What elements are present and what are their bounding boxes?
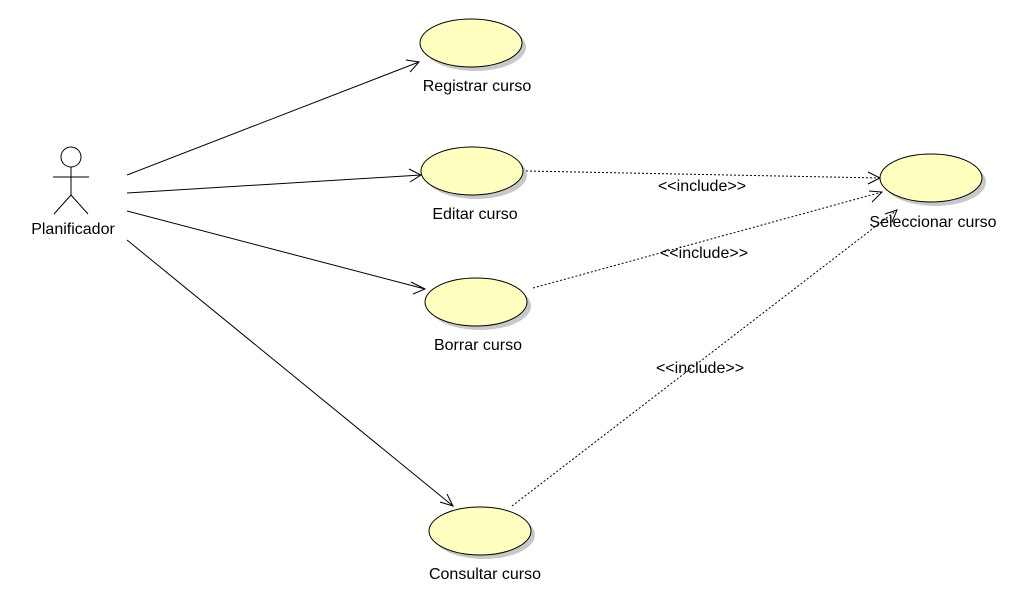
actor-planificador bbox=[53, 146, 89, 215]
use-case-label-editar: Editar curso bbox=[432, 206, 517, 223]
include-label-borrar: <<include>> bbox=[660, 245, 748, 262]
use-case-consultar bbox=[428, 506, 535, 559]
association-editar bbox=[126, 168, 423, 194]
association-registrar bbox=[126, 59, 420, 176]
use-case-label-registrar: Registrar curso bbox=[423, 78, 532, 95]
use-case-label-borrar: Borrar curso bbox=[434, 337, 522, 354]
association-borrar bbox=[126, 210, 427, 295]
include-consultar bbox=[511, 209, 898, 507]
include-label-consultar: <<include>> bbox=[656, 360, 744, 377]
use-case-borrar bbox=[424, 277, 531, 330]
use-case-registrar bbox=[419, 18, 526, 71]
include-label-editar: <<include>> bbox=[658, 178, 746, 195]
use-case-label-consultar: Consultar curso bbox=[429, 566, 541, 583]
use-case-editar bbox=[420, 146, 527, 199]
actor-label: Planificador bbox=[31, 221, 115, 238]
include-borrar bbox=[532, 190, 884, 289]
use-case-label-seleccionar: Seleccionar curso bbox=[869, 214, 996, 231]
association-consultar bbox=[126, 239, 454, 507]
use-case-seleccionar bbox=[879, 153, 986, 206]
